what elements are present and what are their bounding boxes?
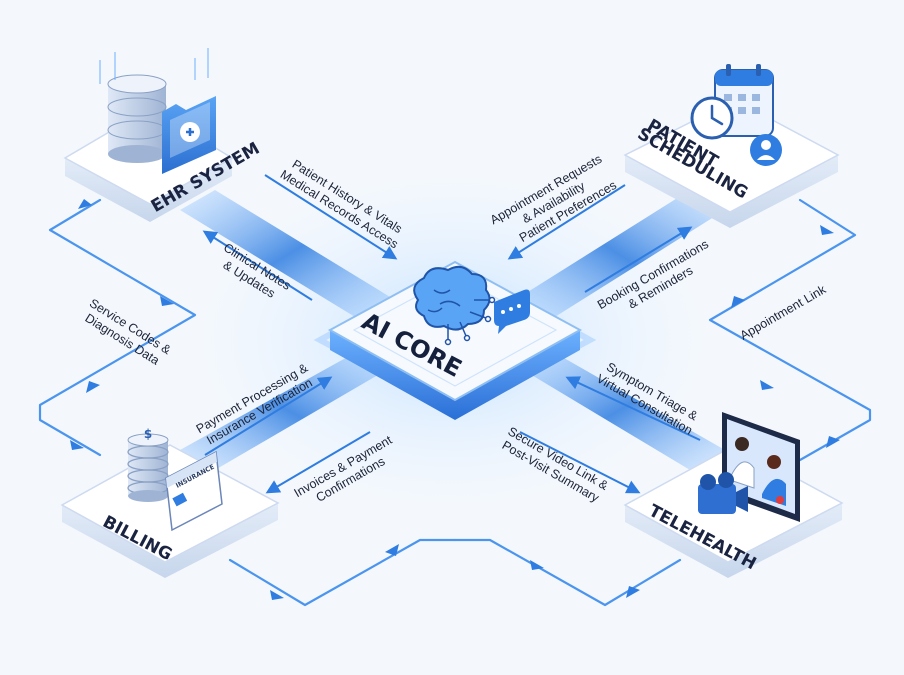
arrow-glyph: [626, 586, 640, 598]
arrow-core-to-ehr: [202, 230, 313, 301]
arrow-telehealth-to-core: [565, 376, 701, 441]
connector-bottom-right: [453, 538, 682, 607]
connector-arrows: [70, 199, 840, 600]
scheduling-platform-top: [623, 99, 840, 213]
insurance-card-icon: INSURANCE: [165, 450, 223, 532]
arrow-glyph: [86, 381, 100, 393]
telehealth-node: TELEHEALTH: [623, 412, 844, 578]
doctor-icon: [729, 437, 755, 489]
arrow-glyph: [820, 225, 834, 235]
arrow-glyph: [70, 440, 84, 450]
coin-stack-icon: $: [127, 427, 169, 502]
database-icon: [107, 74, 167, 163]
billing-node: $ INSURANCE BILLING: [60, 427, 280, 578]
scheduling-to-telehealth-line1: Appointment Link: [738, 282, 829, 343]
scheduling-platform-side: [625, 155, 838, 228]
arrow-core-to-scheduling: [584, 226, 693, 293]
medical-folder-icon: [162, 96, 216, 174]
arrow-glyph: [760, 380, 774, 390]
ehr-signal-lines: [99, 48, 209, 84]
label-scheduling-to-telehealth: Appointment Link: [738, 282, 829, 343]
arrow-scheduling-to-core: [507, 184, 626, 260]
beam-scheduling-core: [515, 190, 725, 320]
arrow-billing-to-core: [204, 376, 333, 456]
billing-platform-side: [62, 503, 278, 578]
arrow-glyph: [826, 436, 840, 448]
arrow-glyph: [385, 544, 399, 556]
connector-bottom-left: [228, 538, 457, 607]
telehealth-platform-side: [625, 503, 842, 578]
arrow-glyph: [731, 296, 745, 308]
beam-ehr-core: [180, 190, 395, 320]
label-ehr-to-billing: Service Codes & Diagnosis Data: [83, 296, 174, 368]
arrow-core-to-telehealth: [519, 431, 641, 494]
arrow-glyph: [160, 296, 174, 306]
core-platform-side: [330, 330, 580, 420]
brain-chip-icon: [413, 265, 496, 346]
chat-bubble-icon: [494, 289, 530, 334]
beam-billing-core: [180, 350, 395, 470]
arrow-ehr-to-core: [264, 174, 398, 260]
arrow-core-to-billing: [265, 431, 371, 494]
connector-ehr-billing: [38, 198, 197, 457]
flow-arrows: [202, 174, 701, 494]
ehr-platform-side: [65, 158, 232, 222]
outer-connectors: [38, 198, 872, 607]
ehr-system-node: EHR SYSTEM: [63, 48, 263, 222]
arrow-glyph: [530, 560, 544, 570]
camera-icon: [698, 472, 748, 514]
clock-icon: [690, 96, 734, 140]
patient-avatar-icon: [750, 134, 782, 166]
arrow-glyph: [78, 199, 92, 209]
arrow-glyph: [270, 590, 284, 600]
connector-scheduling-telehealth: [708, 198, 872, 462]
dollar-icon: $: [144, 427, 152, 441]
patient-scheduling-node: PATIENT SCHEDULING: [623, 64, 840, 228]
ai-core-node: AI CORE: [313, 260, 597, 420]
